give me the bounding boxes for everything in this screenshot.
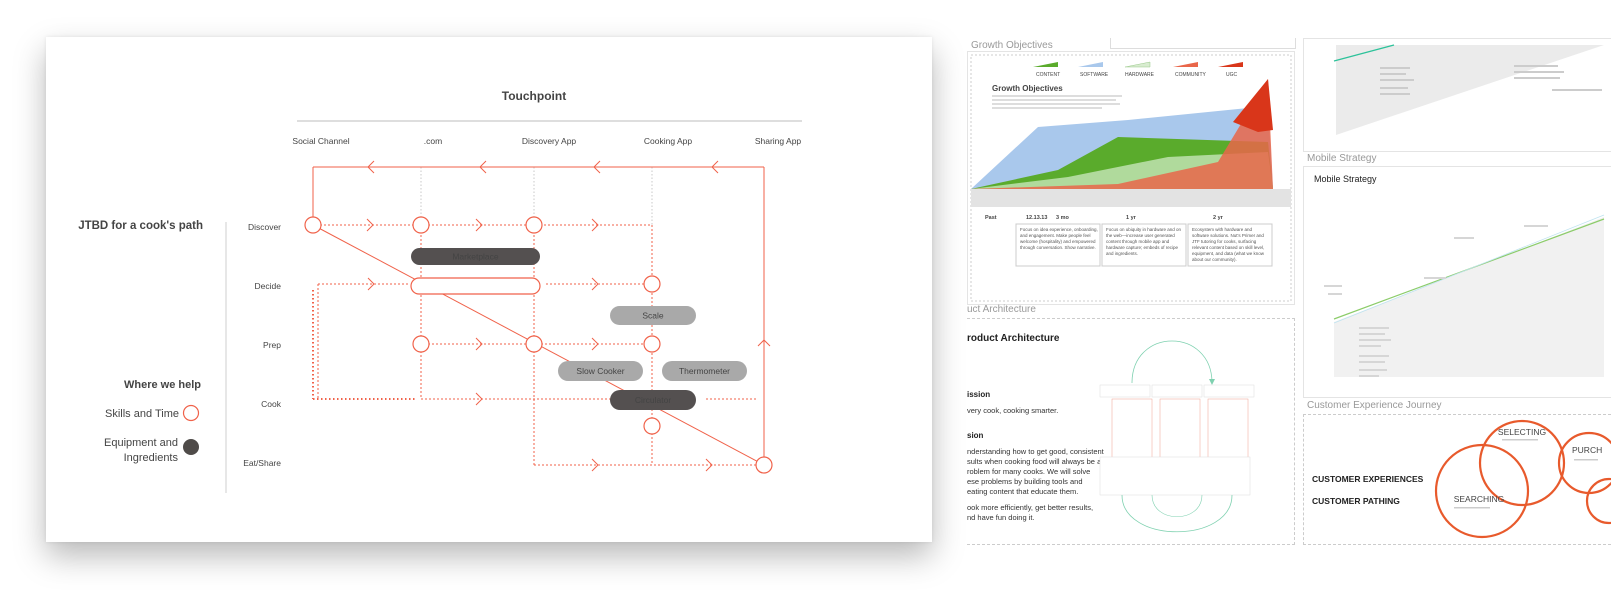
mobile-title: Mobile Strategy xyxy=(1314,174,1377,184)
bubble-purchasing-label: PURCH xyxy=(1572,445,1602,455)
stage-prep: Prep xyxy=(263,340,281,350)
timeline-date: 12.13.13 xyxy=(1026,215,1047,221)
vision-line-3: roblem for many cooks. We will solve xyxy=(967,467,1091,476)
cx-panel-title: Customer Experience Journey xyxy=(1307,400,1442,411)
vision-line-6: ook more efficiently, get better results… xyxy=(967,503,1094,512)
timeline-past: Past xyxy=(985,215,997,221)
growth-legend-content: CONTENT xyxy=(1036,72,1060,78)
bubble-selecting xyxy=(1478,419,1566,507)
growth-legend-software: SOFTWARE xyxy=(1080,72,1109,78)
product-architecture-panel[interactable]: roduct Architecture ission very cook, co… xyxy=(967,318,1295,545)
pill-marketplace-label: Marketplace xyxy=(452,252,499,262)
growth-title: Growth Objectives xyxy=(992,84,1063,93)
legend-skills-label: Skills and Time xyxy=(105,408,179,420)
pill-thermometer[interactable]: Thermometer xyxy=(662,361,747,381)
cx-bubble-diagram: SELECTING PURCH SEARCHING xyxy=(1434,419,1611,539)
touchpoint-sharing-app: Sharing App xyxy=(755,136,802,146)
growth-community-area xyxy=(971,79,1273,189)
vision-line-2: sults when cooking food will always be a xyxy=(967,457,1102,466)
customer-experience-panel[interactable]: CUSTOMER EXPERIENCES CUSTOMER PATHING SE… xyxy=(1303,414,1611,545)
cx-row-pathing: CUSTOMER PATHING xyxy=(1312,496,1400,506)
touchpoint-cooking-app: Cooking App xyxy=(644,136,692,146)
mission-label: ission xyxy=(967,390,991,399)
jtbd-title: JTBD for a cook's path xyxy=(78,220,203,232)
touchpoint-social-channel: Social Channel xyxy=(292,136,349,146)
growth-note-2: Focus on ubiquity in hardware and on the… xyxy=(1106,227,1182,256)
legend-skills-circle-icon xyxy=(182,404,200,422)
growth-timeline-bar xyxy=(971,189,1291,207)
stage-cook: Cook xyxy=(261,399,282,409)
vision-line-1: nderstanding how to get good, consistent xyxy=(967,447,1104,456)
journey-map-diagram: Touchpoint Social Channel .com Discovery… xyxy=(78,89,802,493)
touchpoint-header: Touchpoint xyxy=(502,89,566,103)
growth-legend-hardware: HARDWARE xyxy=(1125,72,1155,78)
growth-legend-ugc: UGC xyxy=(1226,72,1238,78)
legend-equipment-label-1: Equipment and xyxy=(104,437,178,449)
vision-line-5: eating content that educate them. xyxy=(967,487,1079,496)
bubble-searching-label: SEARCHING xyxy=(1454,494,1505,504)
pill-circulator-label: Circulator xyxy=(635,395,672,405)
growth-note-3: Ecosystem with hardware and software sol… xyxy=(1192,227,1265,262)
growth-ugc-area xyxy=(1233,79,1273,132)
touchpoint-dotcom: .com xyxy=(424,136,442,146)
stage-decide: Decide xyxy=(255,281,282,291)
mobile-strategy-panel[interactable]: Mobile Strategy xyxy=(1303,166,1611,398)
journey-flow-lines xyxy=(312,160,771,472)
architecture-diagram xyxy=(1099,340,1255,532)
growth-objectives-panel[interactable]: CONTENT SOFTWARE HARDWARE COMMUNITY UGC … xyxy=(967,51,1295,305)
top-right-diagram xyxy=(1333,44,1604,135)
vision-line-4: ese problems by building tools and xyxy=(967,477,1083,486)
journey-map-card[interactable]: Touchpoint Social Channel .com Discovery… xyxy=(46,37,932,542)
vision-line-7: nd have fun doing it. xyxy=(967,513,1035,522)
growth-chart: CONTENT SOFTWARE HARDWARE COMMUNITY UGC … xyxy=(970,54,1292,302)
pill-marketplace[interactable]: Marketplace xyxy=(411,248,540,265)
growth-legend-community: COMMUNITY xyxy=(1175,72,1206,78)
timeline-3mo: 3 mo xyxy=(1056,215,1069,221)
bubble-selecting-label: SELECTING xyxy=(1498,427,1546,437)
product-panel-title: uct Architecture xyxy=(967,304,1036,315)
legend-title: Where we help xyxy=(124,379,201,391)
growth-tab-edge xyxy=(1110,38,1296,49)
pill-slow-cooker[interactable]: Slow Cooker xyxy=(558,361,643,381)
pill-scale-label: Scale xyxy=(642,311,664,321)
pill-thermometer-label: Thermometer xyxy=(679,366,730,376)
pill-scale[interactable]: Scale xyxy=(610,306,696,325)
growth-panel-title: Growth Objectives xyxy=(971,40,1053,51)
timeline-1yr: 1 yr xyxy=(1126,215,1137,221)
skills-circles xyxy=(304,216,773,474)
mission-text: very cook, cooking smarter. xyxy=(967,406,1059,415)
bubble-purchasing xyxy=(1557,431,1611,495)
mobile-strategy-diagram xyxy=(1324,214,1605,377)
stage-eat-share: Eat/Share xyxy=(243,458,281,468)
pill-slow-cooker-label: Slow Cooker xyxy=(576,366,624,376)
bubble-searching xyxy=(1434,443,1530,539)
touchpoint-discovery-app: Discovery App xyxy=(522,136,577,146)
pill-circulator[interactable]: Circulator xyxy=(610,390,696,410)
product-title: roduct Architecture xyxy=(967,333,1060,344)
cx-row-experiences: CUSTOMER EXPERIENCES xyxy=(1312,474,1424,484)
top-right-cropped-panel[interactable] xyxy=(1303,38,1611,152)
growth-note-1: Focus on idea experience, onboarding, an… xyxy=(1020,227,1098,250)
timeline-2yr: 2 yr xyxy=(1213,215,1224,221)
vision-label: sion xyxy=(967,431,984,440)
mobile-panel-title: Mobile Strategy xyxy=(1307,153,1377,164)
stage-discover: Discover xyxy=(248,222,281,232)
legend-equipment-label-2: Ingredients xyxy=(124,452,179,464)
legend-equipment-dot-icon xyxy=(183,439,199,455)
